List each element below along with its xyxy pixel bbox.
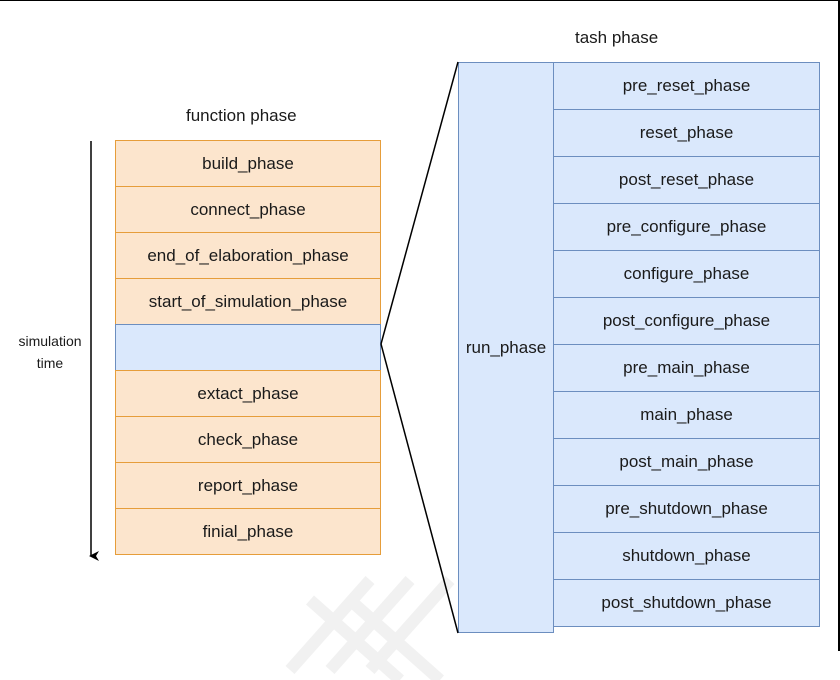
task-phase-title: tash phase: [575, 28, 659, 47]
task-phase-box: pre_configure_phase: [553, 203, 820, 251]
task-phase-box: post_reset_phase: [553, 156, 820, 204]
function-phase-box: connect_phase: [115, 186, 381, 233]
task-phase-box: configure_phase: [553, 250, 820, 298]
task-phase-box: reset_phase: [553, 109, 820, 157]
run-phase-placeholder-box: [115, 324, 381, 371]
function-phase-box: extact_phase: [115, 370, 381, 417]
function-phase-box: finial_phase: [115, 508, 381, 555]
frame-top-border: [0, 0, 840, 1]
connector-lines: [89, 61, 459, 634]
function-phase-title: function phase: [186, 106, 297, 125]
function-phase-box: report_phase: [115, 462, 381, 509]
frame-right-border: [838, 0, 840, 651]
function-phase-box: end_of_elaboration_phase: [115, 232, 381, 279]
expand-line-bottom: [380, 343, 459, 634]
simulation-time-label-line2: time: [36, 355, 64, 371]
function-phase-box: start_of_simulation_phase: [115, 278, 381, 325]
simulation-time-label: simulation time: [10, 330, 90, 374]
expand-line-top: [380, 61, 459, 345]
task-phase-box: pre_main_phase: [553, 344, 820, 392]
function-phase-box: build_phase: [115, 140, 381, 187]
task-phase-box: post_shutdown_phase: [553, 579, 820, 627]
simulation-time-label-line1: simulation: [18, 333, 82, 349]
task-phase-box: pre_shutdown_phase: [553, 485, 820, 533]
task-phase-box: main_phase: [553, 391, 820, 439]
